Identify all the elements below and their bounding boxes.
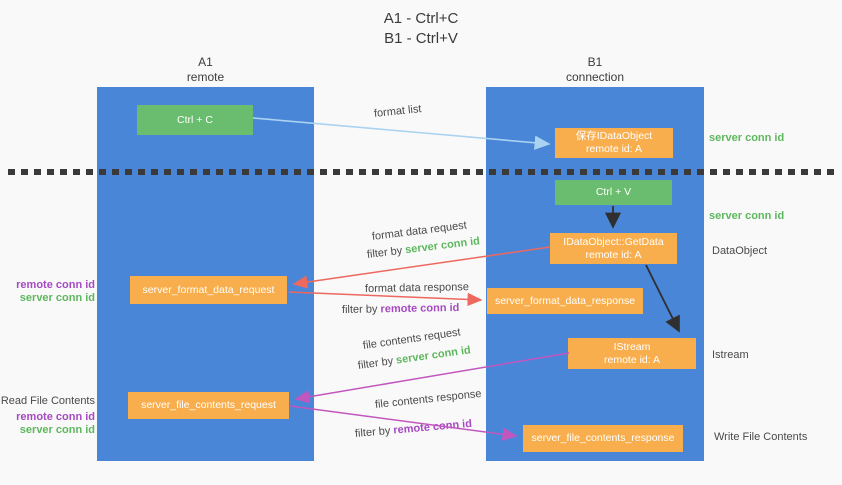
node-idataobject-getdata-line1: IDataObject::GetData: [563, 235, 664, 248]
filter-by-text-3: filter by: [357, 354, 397, 372]
node-save-idataobject-line2: remote id: A: [585, 143, 643, 155]
lane-a1-name: A1: [198, 55, 213, 69]
label-filter-by-remote-conn-id-1: filter by remote conn id: [342, 302, 460, 316]
lane-header-a1: A1 remote: [97, 55, 314, 85]
node-istream-line1: IStream: [613, 340, 651, 353]
lane-b1-subtitle: connection: [565, 70, 625, 84]
filter-by-text-2: filter by: [341, 303, 381, 316]
label-filter-by-remote-conn-id-2: filter by remote conn id: [354, 418, 472, 440]
label-format-list: format list: [373, 103, 423, 120]
annotation-remote-conn-id-bottom: remote conn id: [16, 411, 95, 423]
remote-conn-id-text-2: remote conn id: [392, 417, 473, 437]
node-server-file-contents-response: server_file_contents_response: [523, 425, 683, 452]
node-ctrl-c-label: Ctrl + C: [177, 113, 213, 126]
label-format-data-response: format data response: [364, 281, 470, 295]
node-server-file-contents-request: server_file_contents_request: [128, 392, 289, 419]
annotation-istream: Istream: [712, 349, 749, 361]
diagram-title: A1 - Ctrl+C B1 - Ctrl+V: [0, 9, 842, 49]
node-istream-line2: remote id: A: [603, 353, 661, 366]
server-conn-id-text-1: server conn id: [404, 235, 481, 257]
node-ctrl-v: Ctrl + V: [555, 180, 672, 205]
node-save-idataobject-line1: 保存IDataObject: [575, 130, 653, 142]
lane-a1-subtitle: remote: [186, 70, 225, 84]
annotation-server-conn-id-top: server conn id: [709, 132, 785, 144]
lane-header-b1: B1 connection: [486, 55, 704, 85]
node-server-format-data-response: server_format_data_response: [487, 288, 643, 314]
node-ctrl-v-label: Ctrl + V: [595, 186, 632, 198]
annotation-write-file-contents: Write File Contents: [714, 431, 808, 443]
diagram-title-line1: A1 - Ctrl+C: [383, 10, 459, 27]
node-server-format-data-request: server_format_data_request: [130, 276, 287, 304]
annotation-read-file-contents: Read File Contents: [0, 395, 95, 407]
diagram-title-line2: B1 - Ctrl+V: [384, 30, 458, 47]
node-save-idataobject: 保存IDataObject remote id: A: [555, 128, 673, 158]
annotation-dataobject: DataObject: [712, 245, 768, 257]
node-server-format-data-request-label: server_format_data_request: [142, 283, 275, 296]
node-server-format-data-response-label: server_format_data_response: [494, 294, 636, 307]
annotation-remote-conn-id-mid: remote conn id: [16, 279, 95, 291]
remote-conn-id-text-1: remote conn id: [380, 301, 460, 316]
label-file-contents-response: file contents response: [374, 387, 483, 411]
filter-by-text-4: filter by: [354, 424, 394, 440]
node-istream: IStream remote id: A: [568, 338, 696, 369]
node-idataobject-getdata: IDataObject::GetData remote id: A: [550, 233, 677, 264]
server-conn-id-text-2: server conn id: [395, 344, 472, 367]
filter-by-text-1: filter by: [366, 244, 406, 261]
node-ctrl-c: Ctrl + C: [137, 105, 253, 135]
annotation-server-conn-id-mid: server conn id: [709, 210, 785, 222]
node-server-file-contents-request-label: server_file_contents_request: [141, 399, 276, 411]
node-idataobject-getdata-line2: remote id: A: [585, 248, 642, 261]
annotation-server-conn-id-left-mid: server conn id: [19, 292, 95, 304]
lane-b1-name: B1: [587, 55, 603, 69]
node-server-file-contents-response-label: server_file_contents_response: [531, 432, 675, 444]
annotation-server-conn-id-left-bottom: server conn id: [19, 424, 95, 436]
section-divider: [8, 169, 834, 175]
